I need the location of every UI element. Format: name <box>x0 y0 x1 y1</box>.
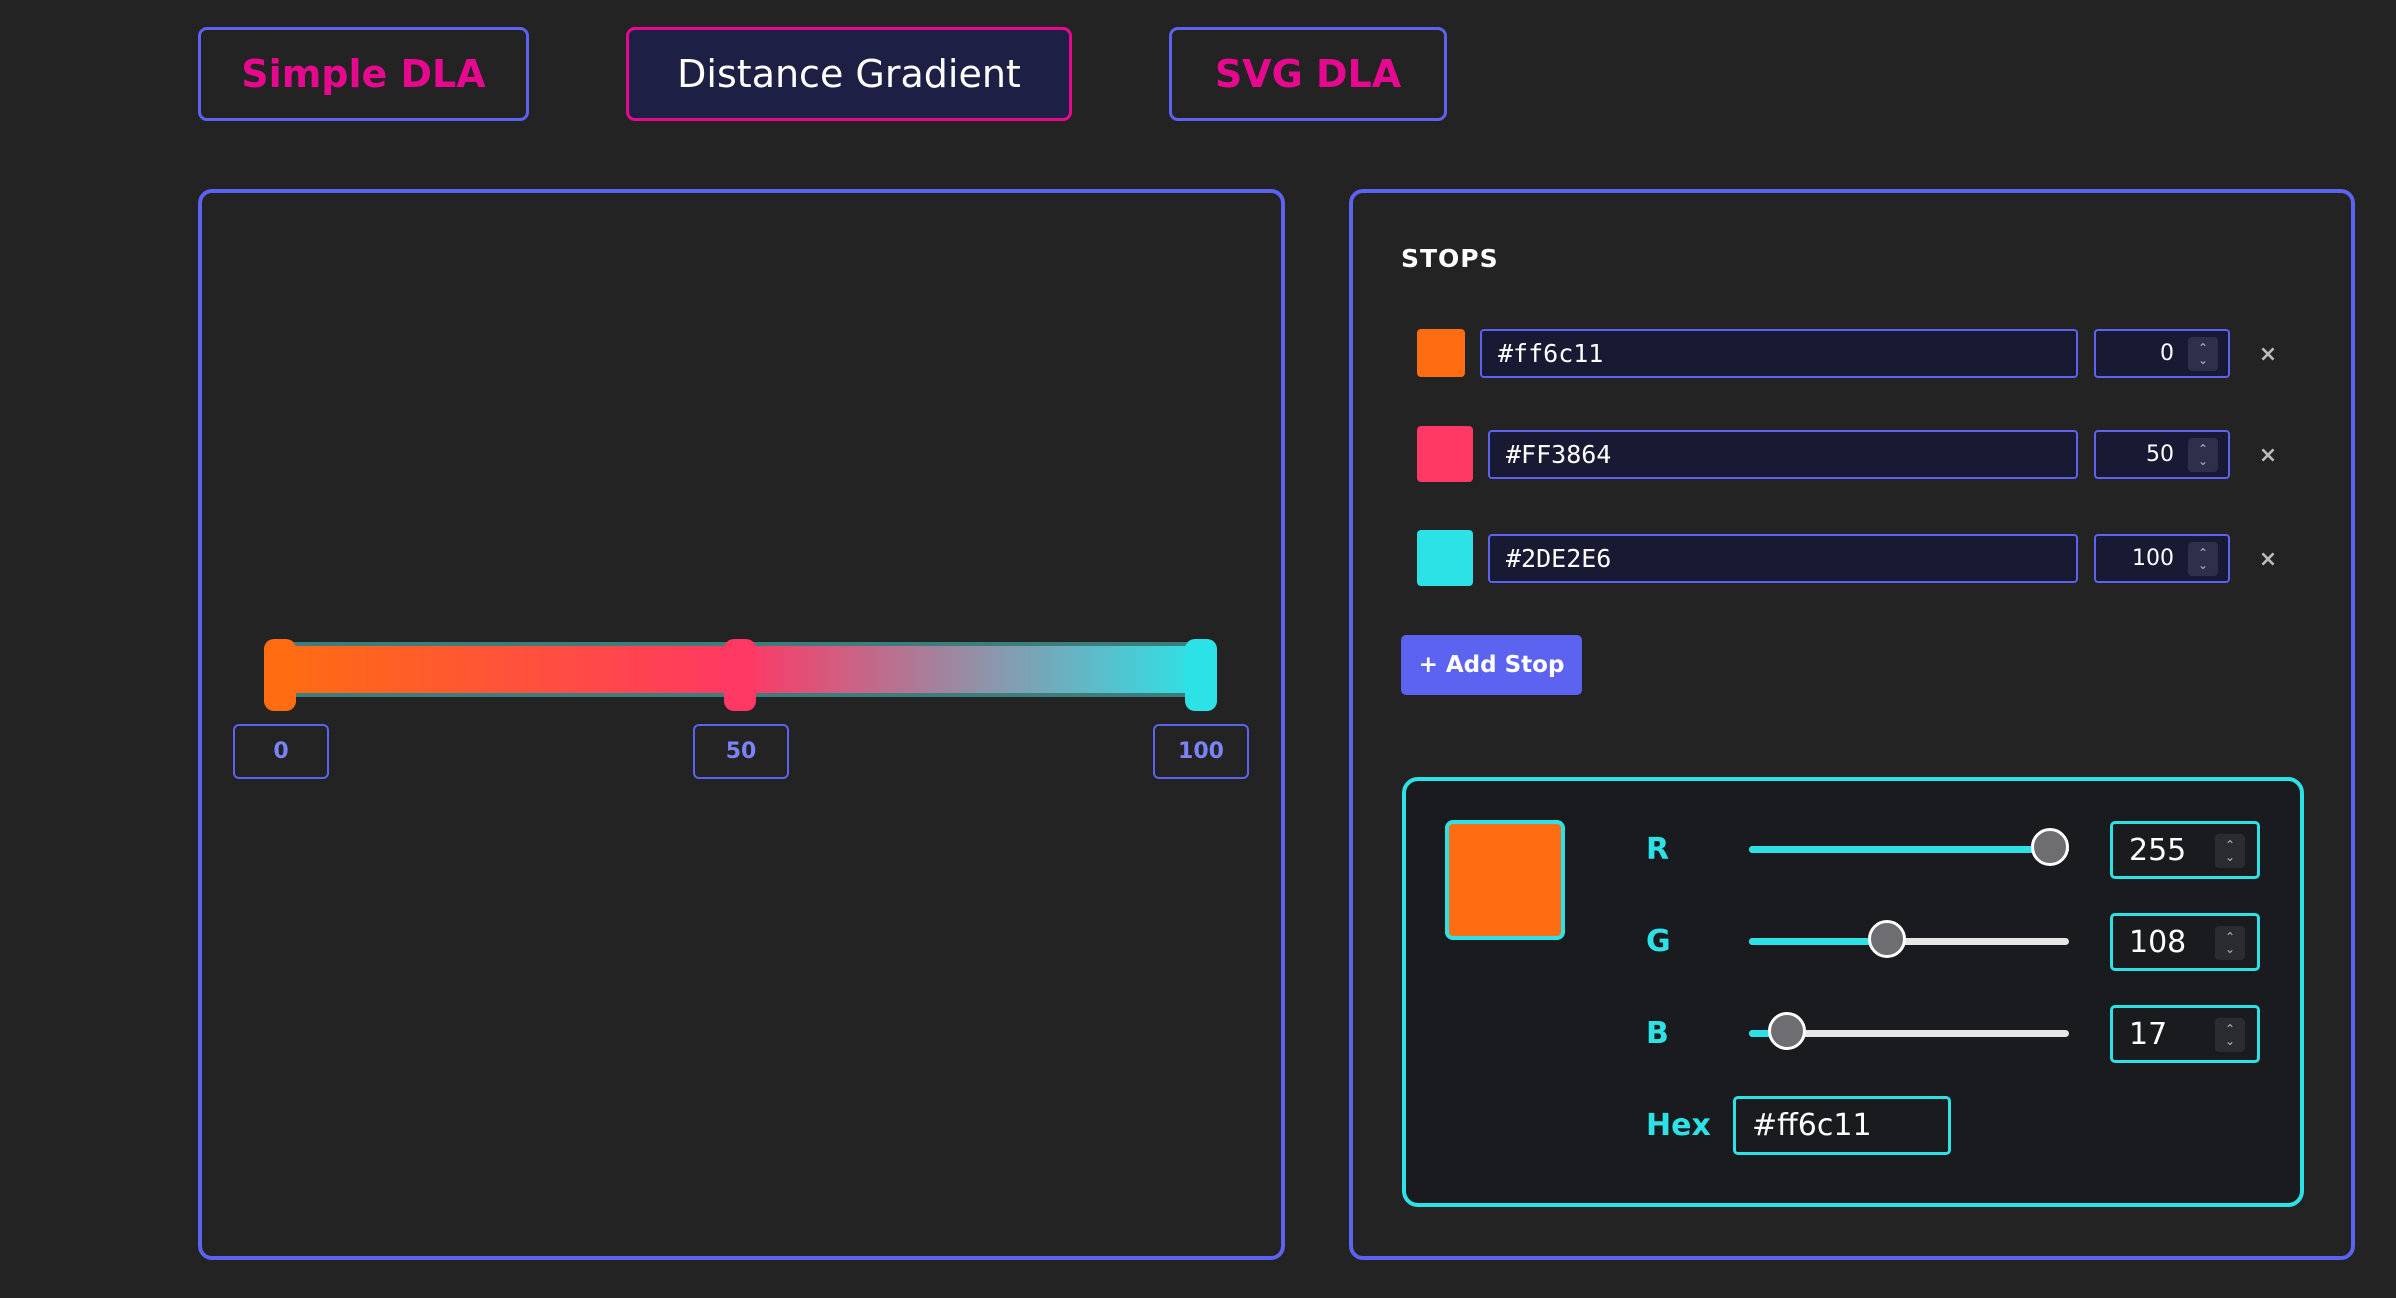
slider-g[interactable] <box>1749 920 2069 958</box>
slider-b[interactable] <box>1749 1012 2069 1050</box>
gradient-stop-handle-50[interactable] <box>724 639 756 711</box>
channel-value-r: 255 <box>2129 832 2187 868</box>
channel-label-b: B <box>1646 1016 1669 1051</box>
stop-position-input-0[interactable]: 0 ⌃⌄ <box>2094 329 2230 378</box>
stepper-icon[interactable]: ⌃⌄ <box>2215 1018 2245 1052</box>
slider-thumb-r[interactable] <box>2031 828 2069 866</box>
remove-stop-button-1[interactable]: × <box>2258 442 2278 468</box>
tab-distance-gradient[interactable]: Distance Gradient <box>626 27 1072 121</box>
stop-position-input-1[interactable]: 50 ⌃⌄ <box>2094 430 2230 479</box>
tab-svg-dla[interactable]: SVG DLA <box>1169 27 1447 121</box>
gradient-stop-label-50: 50 <box>693 724 789 779</box>
stop-swatch-2[interactable] <box>1417 530 1473 586</box>
channel-input-b[interactable]: 17 ⌃⌄ <box>2110 1005 2260 1063</box>
tab-simple-dla[interactable]: Simple DLA <box>198 27 529 121</box>
stop-swatch-1[interactable] <box>1417 426 1473 482</box>
slider-thumb-g[interactable] <box>1868 920 1907 958</box>
stepper-icon[interactable]: ⌃⌄ <box>2215 926 2245 960</box>
gradient-stop-handle-100[interactable] <box>1185 639 1217 711</box>
channel-label-r: R <box>1646 832 1670 867</box>
stepper-icon[interactable]: ⌃⌄ <box>2188 438 2218 472</box>
remove-stop-button-2[interactable]: × <box>2258 546 2278 572</box>
stops-title: STOPS <box>1401 244 1499 273</box>
stepper-icon[interactable]: ⌃⌄ <box>2188 337 2218 371</box>
stop-position-value-1: 50 <box>2146 442 2174 467</box>
stop-hex-input-2[interactable]: #2DE2E6 <box>1488 534 2078 583</box>
gradient-stop-label-0: 0 <box>233 724 329 779</box>
stop-position-value-2: 100 <box>2132 546 2174 571</box>
slider-thumb-b[interactable] <box>1767 1012 1806 1050</box>
channel-input-r[interactable]: 255 ⌃⌄ <box>2110 821 2260 879</box>
remove-stop-button-0[interactable]: × <box>2258 341 2278 367</box>
add-stop-button[interactable]: + Add Stop <box>1401 635 1582 695</box>
stop-hex-input-1[interactable]: #FF3864 <box>1488 430 2078 479</box>
stop-position-input-2[interactable]: 100 ⌃⌄ <box>2094 534 2230 583</box>
stepper-icon[interactable]: ⌃⌄ <box>2188 542 2218 576</box>
stop-position-value-0: 0 <box>2160 341 2174 366</box>
channel-input-g[interactable]: 108 ⌃⌄ <box>2110 913 2260 971</box>
channel-label-g: G <box>1646 924 1671 959</box>
gradient-stop-handle-0[interactable] <box>264 639 296 711</box>
slider-r[interactable] <box>1749 828 2069 866</box>
channel-value-g: 108 <box>2129 924 2187 960</box>
slider-fill-r <box>1749 846 2050 853</box>
channel-value-b: 17 <box>2129 1016 2168 1052</box>
color-preview-swatch <box>1445 820 1565 940</box>
slider-fill-g <box>1749 938 1888 945</box>
hex-input[interactable]: #ff6c11 <box>1733 1096 1951 1155</box>
stop-swatch-0[interactable] <box>1417 329 1465 377</box>
stop-hex-input-0[interactable]: #ff6c11 <box>1480 329 2078 378</box>
gradient-stop-label-100: 100 <box>1153 724 1249 779</box>
stepper-icon[interactable]: ⌃⌄ <box>2215 834 2245 868</box>
hex-label: Hex <box>1646 1108 1711 1143</box>
